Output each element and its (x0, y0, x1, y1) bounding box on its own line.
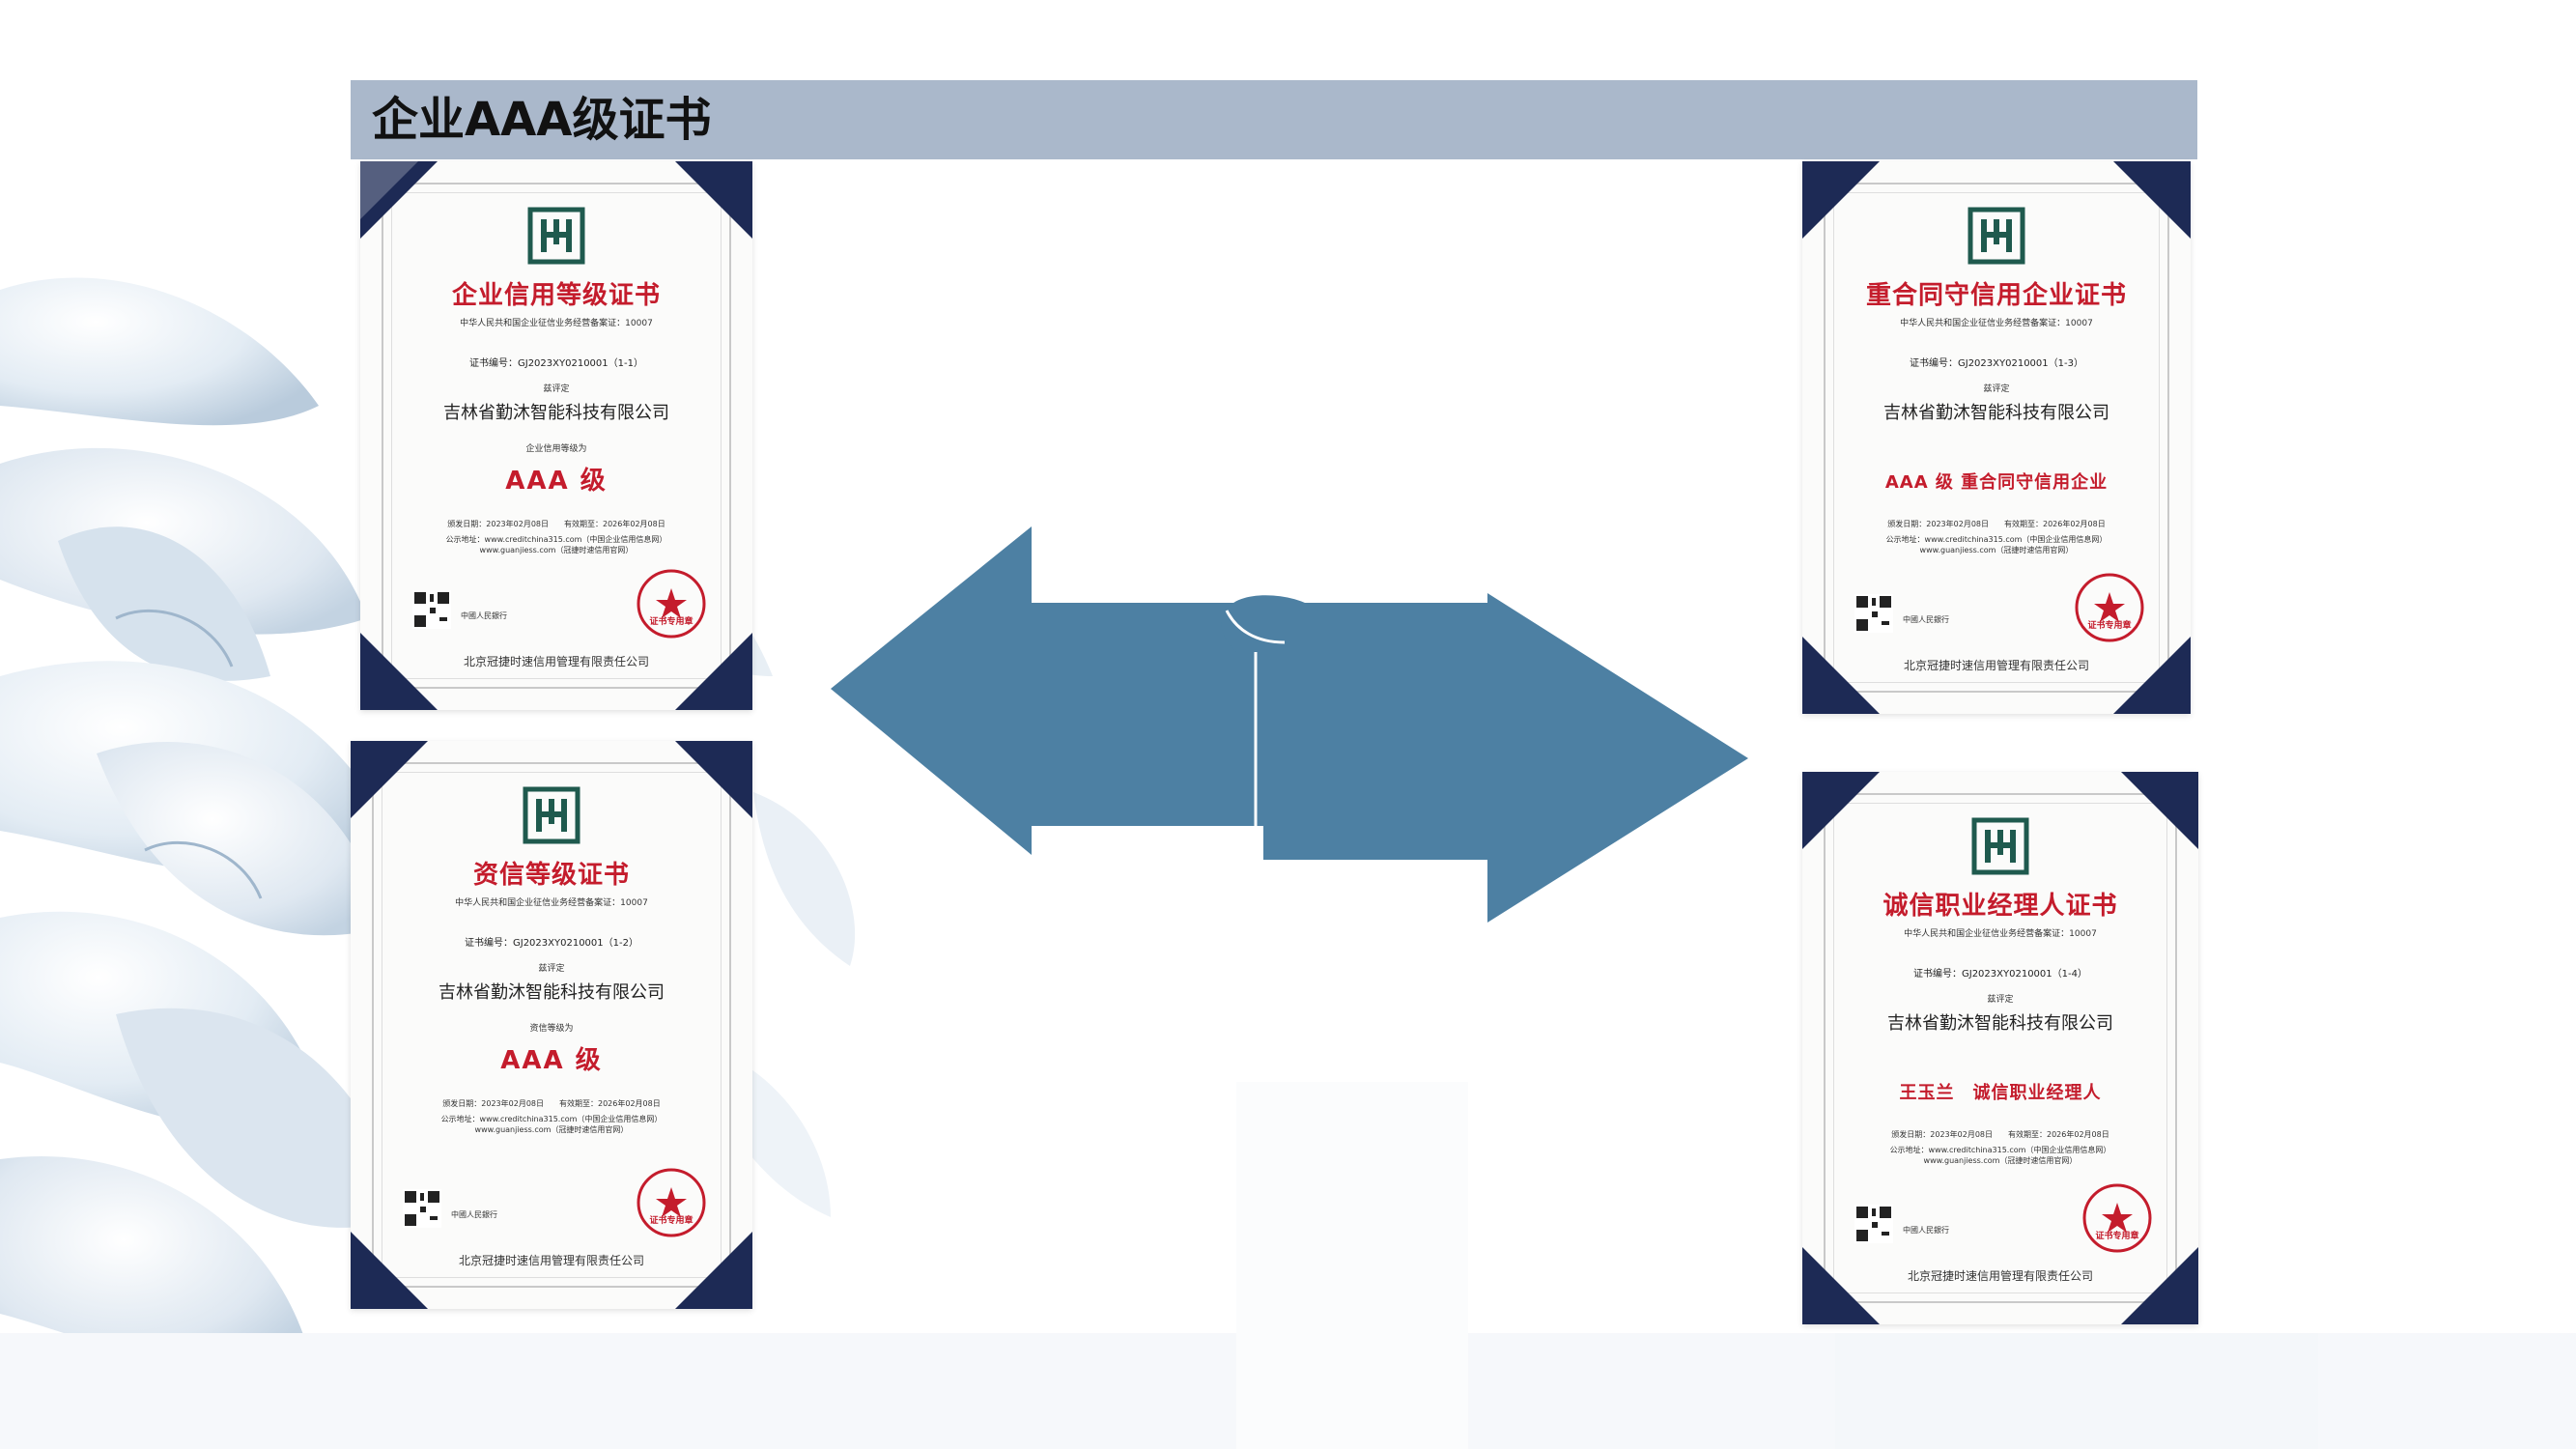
cert-dates: 颁发日期：2023年02月08日 有效期至：2026年02月08日 (442, 1099, 661, 1108)
corner-ribbon-icon (2113, 161, 2191, 239)
issuer-logo-icon (527, 207, 585, 265)
cert-evaluated-label: 兹评定 (543, 384, 570, 394)
cert-inner-frame (382, 772, 722, 1278)
bank-logo: 中國人民銀行 (451, 1210, 497, 1219)
cert-title: 企业信用等级证书 (451, 281, 661, 310)
seal-label: 证书专用章 (2087, 621, 2132, 631)
cert-url-line: 公示地址：www.creditchina315.com（中国企业信用信息网） (1889, 1146, 2111, 1154)
corner-ribbon-icon (1802, 1247, 1880, 1324)
cert-url: 公示地址：www.creditchina315.com（中国企业信用信息网） ww… (1802, 1145, 2198, 1166)
cert-url-line: 公示地址：www.creditchina315.com（中国企业信用信息网） (440, 1115, 663, 1123)
corner-ribbon-icon (360, 633, 438, 710)
cert-frame (372, 762, 731, 1288)
cert-registration: 中华人民共和国企业征信业务经营备案证：10007 (455, 898, 648, 908)
corner-ribbon-icon (351, 741, 428, 818)
certificate-credit-grade: 企业信用等级证书 中华人民共和国企业征信业务经营备案证：10007 证书编号：G… (360, 161, 752, 710)
cert-url-line: www.guanjiess.com（冠捷时速信用官网） (474, 1125, 629, 1134)
certificate-capital-grade: 资信等级证书 中华人民共和国企业征信业务经营备案证：10007 证书编号：GJ2… (351, 741, 752, 1309)
seal-label: 证书专用章 (649, 1216, 694, 1226)
red-seal-icon (637, 569, 706, 639)
cert-dates: 颁发日期：2023年02月08日 有效期至：2026年02月08日 (1891, 1130, 2109, 1139)
cert-dates: 颁发日期：2023年02月08日 有效期至：2026年02月08日 (447, 520, 665, 528)
corner-ribbon-icon (675, 741, 752, 818)
certificate-professional-manager: 诚信职业经理人证书 中华人民共和国企业征信业务经营备案证：10007 证书编号：… (1802, 772, 2198, 1324)
cert-inner-frame (391, 192, 722, 679)
cert-company: 吉林省勤沐智能科技有限公司 (439, 982, 665, 1003)
seal-label: 证书专用章 (2095, 1232, 2139, 1241)
cert-issuer: 北京冠捷时速信用管理有限责任公司 (458, 1254, 644, 1267)
cert-grade-label: 资信等级为 (529, 1024, 574, 1034)
issuer-logo-icon (523, 786, 580, 844)
cert-title: 重合同守信用企业证书 (1865, 281, 2127, 310)
cert-title: 诚信职业经理人证书 (1882, 892, 2118, 921)
cert-inner-frame (1833, 803, 2167, 1293)
cert-inner-frame (1833, 192, 2160, 683)
corner-ribbon-icon (2121, 772, 2198, 849)
cert-number: 证书编号：GJ2023XY0210001（1-2） (465, 938, 638, 949)
cert-frame (1824, 183, 2169, 693)
cert-url: 公示地址：www.creditchina315.com（中国企业信用信息网） ww… (360, 534, 752, 555)
cert-number: 证书编号：GJ2023XY0210001（1-1） (469, 358, 643, 369)
cert-grade: 王玉兰 诚信职业经理人 (1899, 1083, 2102, 1103)
cert-company: 吉林省勤沐智能科技有限公司 (443, 403, 669, 423)
corner-ribbon-icon (1802, 637, 1880, 714)
corner-ribbon-icon (1802, 772, 1880, 849)
corner-ribbon-icon (2121, 1247, 2198, 1324)
cert-grade: AAA 级 重合同守信用企业 (1884, 472, 2109, 493)
cert-url-line: 公示地址：www.creditchina315.com（中国企业信用信息网） (1885, 535, 2108, 544)
corner-ribbon-icon (1802, 161, 1880, 239)
qr-code-icon (403, 1189, 441, 1228)
red-seal-icon (2082, 1183, 2152, 1253)
cert-grade: AAA 级 (500, 1046, 603, 1075)
red-seal-icon (637, 1168, 706, 1237)
corner-ribbon-icon (675, 1232, 752, 1309)
cert-number: 证书编号：GJ2023XY0210001（1-3） (1910, 358, 2083, 369)
corner-ribbon-icon (360, 161, 438, 239)
cert-issuer: 北京冠捷时速信用管理有限责任公司 (463, 655, 649, 668)
qr-code-icon (1854, 1205, 1893, 1243)
cert-url-line: www.guanjiess.com（冠捷时速信用官网） (1919, 546, 2074, 554)
cert-evaluated-label: 兹评定 (1987, 995, 2014, 1005)
header-bar: 企业AAA级证书 (351, 80, 2197, 159)
cert-company: 吉林省勤沐智能科技有限公司 (1887, 1013, 2113, 1034)
cert-registration: 中华人民共和国企业征信业务经营备案证：10007 (460, 319, 653, 328)
corner-ribbon-icon (351, 1232, 428, 1309)
bank-logo: 中國人民銀行 (1903, 615, 1949, 624)
cert-company: 吉林省勤沐智能科技有限公司 (1883, 403, 2109, 423)
qr-code-icon (412, 590, 451, 629)
bank-logo: 中國人民銀行 (1903, 1226, 1949, 1235)
bank-logo: 中國人民銀行 (461, 611, 507, 620)
cert-frame (1824, 793, 2177, 1303)
red-seal-icon (2075, 573, 2144, 642)
cert-url-line: www.guanjiess.com（冠捷时速信用官网） (479, 546, 634, 554)
corner-ribbon-icon (2113, 637, 2191, 714)
cert-number: 证书编号：GJ2023XY0210001（1-4） (1913, 969, 2087, 980)
issuer-logo-icon (1967, 207, 2025, 265)
cert-grade-label: 企业信用等级为 (525, 444, 587, 454)
certificate-contract-credit: 重合同守信用企业证书 中华人民共和国企业征信业务经营备案证：10007 证书编号… (1802, 161, 2191, 714)
cert-dates: 颁发日期：2023年02月08日 有效期至：2026年02月08日 (1887, 520, 2106, 528)
cert-grade: AAA 级 (505, 467, 608, 496)
seal-label: 证书专用章 (649, 617, 694, 627)
cert-url: 公示地址：www.creditchina315.com（中国企业信用信息网） ww… (1802, 534, 2191, 555)
cert-registration: 中华人民共和国企业征信业务经营备案证：10007 (1900, 319, 2093, 328)
cert-url: 公示地址：www.creditchina315.com（中国企业信用信息网） ww… (351, 1114, 752, 1135)
cert-issuer: 北京冠捷时速信用管理有限责任公司 (1903, 659, 2089, 672)
cert-registration: 中华人民共和国企业征信业务经营备案证：10007 (1904, 929, 2097, 939)
issuer-logo-icon (1971, 817, 2029, 875)
cert-url-line: www.guanjiess.com（冠捷时速信用官网） (1923, 1156, 2078, 1165)
cert-title: 资信等级证书 (472, 861, 630, 890)
cert-frame (382, 183, 731, 689)
page-title: 企业AAA级证书 (372, 93, 712, 147)
corner-ribbon-icon (675, 633, 752, 710)
corner-ribbon-icon (675, 161, 752, 239)
qr-code-icon (1854, 594, 1893, 633)
cert-evaluated-label: 兹评定 (538, 964, 565, 974)
double-arrow-icon (831, 526, 1748, 923)
cert-issuer: 北京冠捷时速信用管理有限责任公司 (1907, 1269, 2093, 1283)
cert-evaluated-label: 兹评定 (1983, 384, 2010, 394)
cert-url-line: 公示地址：www.creditchina315.com（中国企业信用信息网） (445, 535, 667, 544)
